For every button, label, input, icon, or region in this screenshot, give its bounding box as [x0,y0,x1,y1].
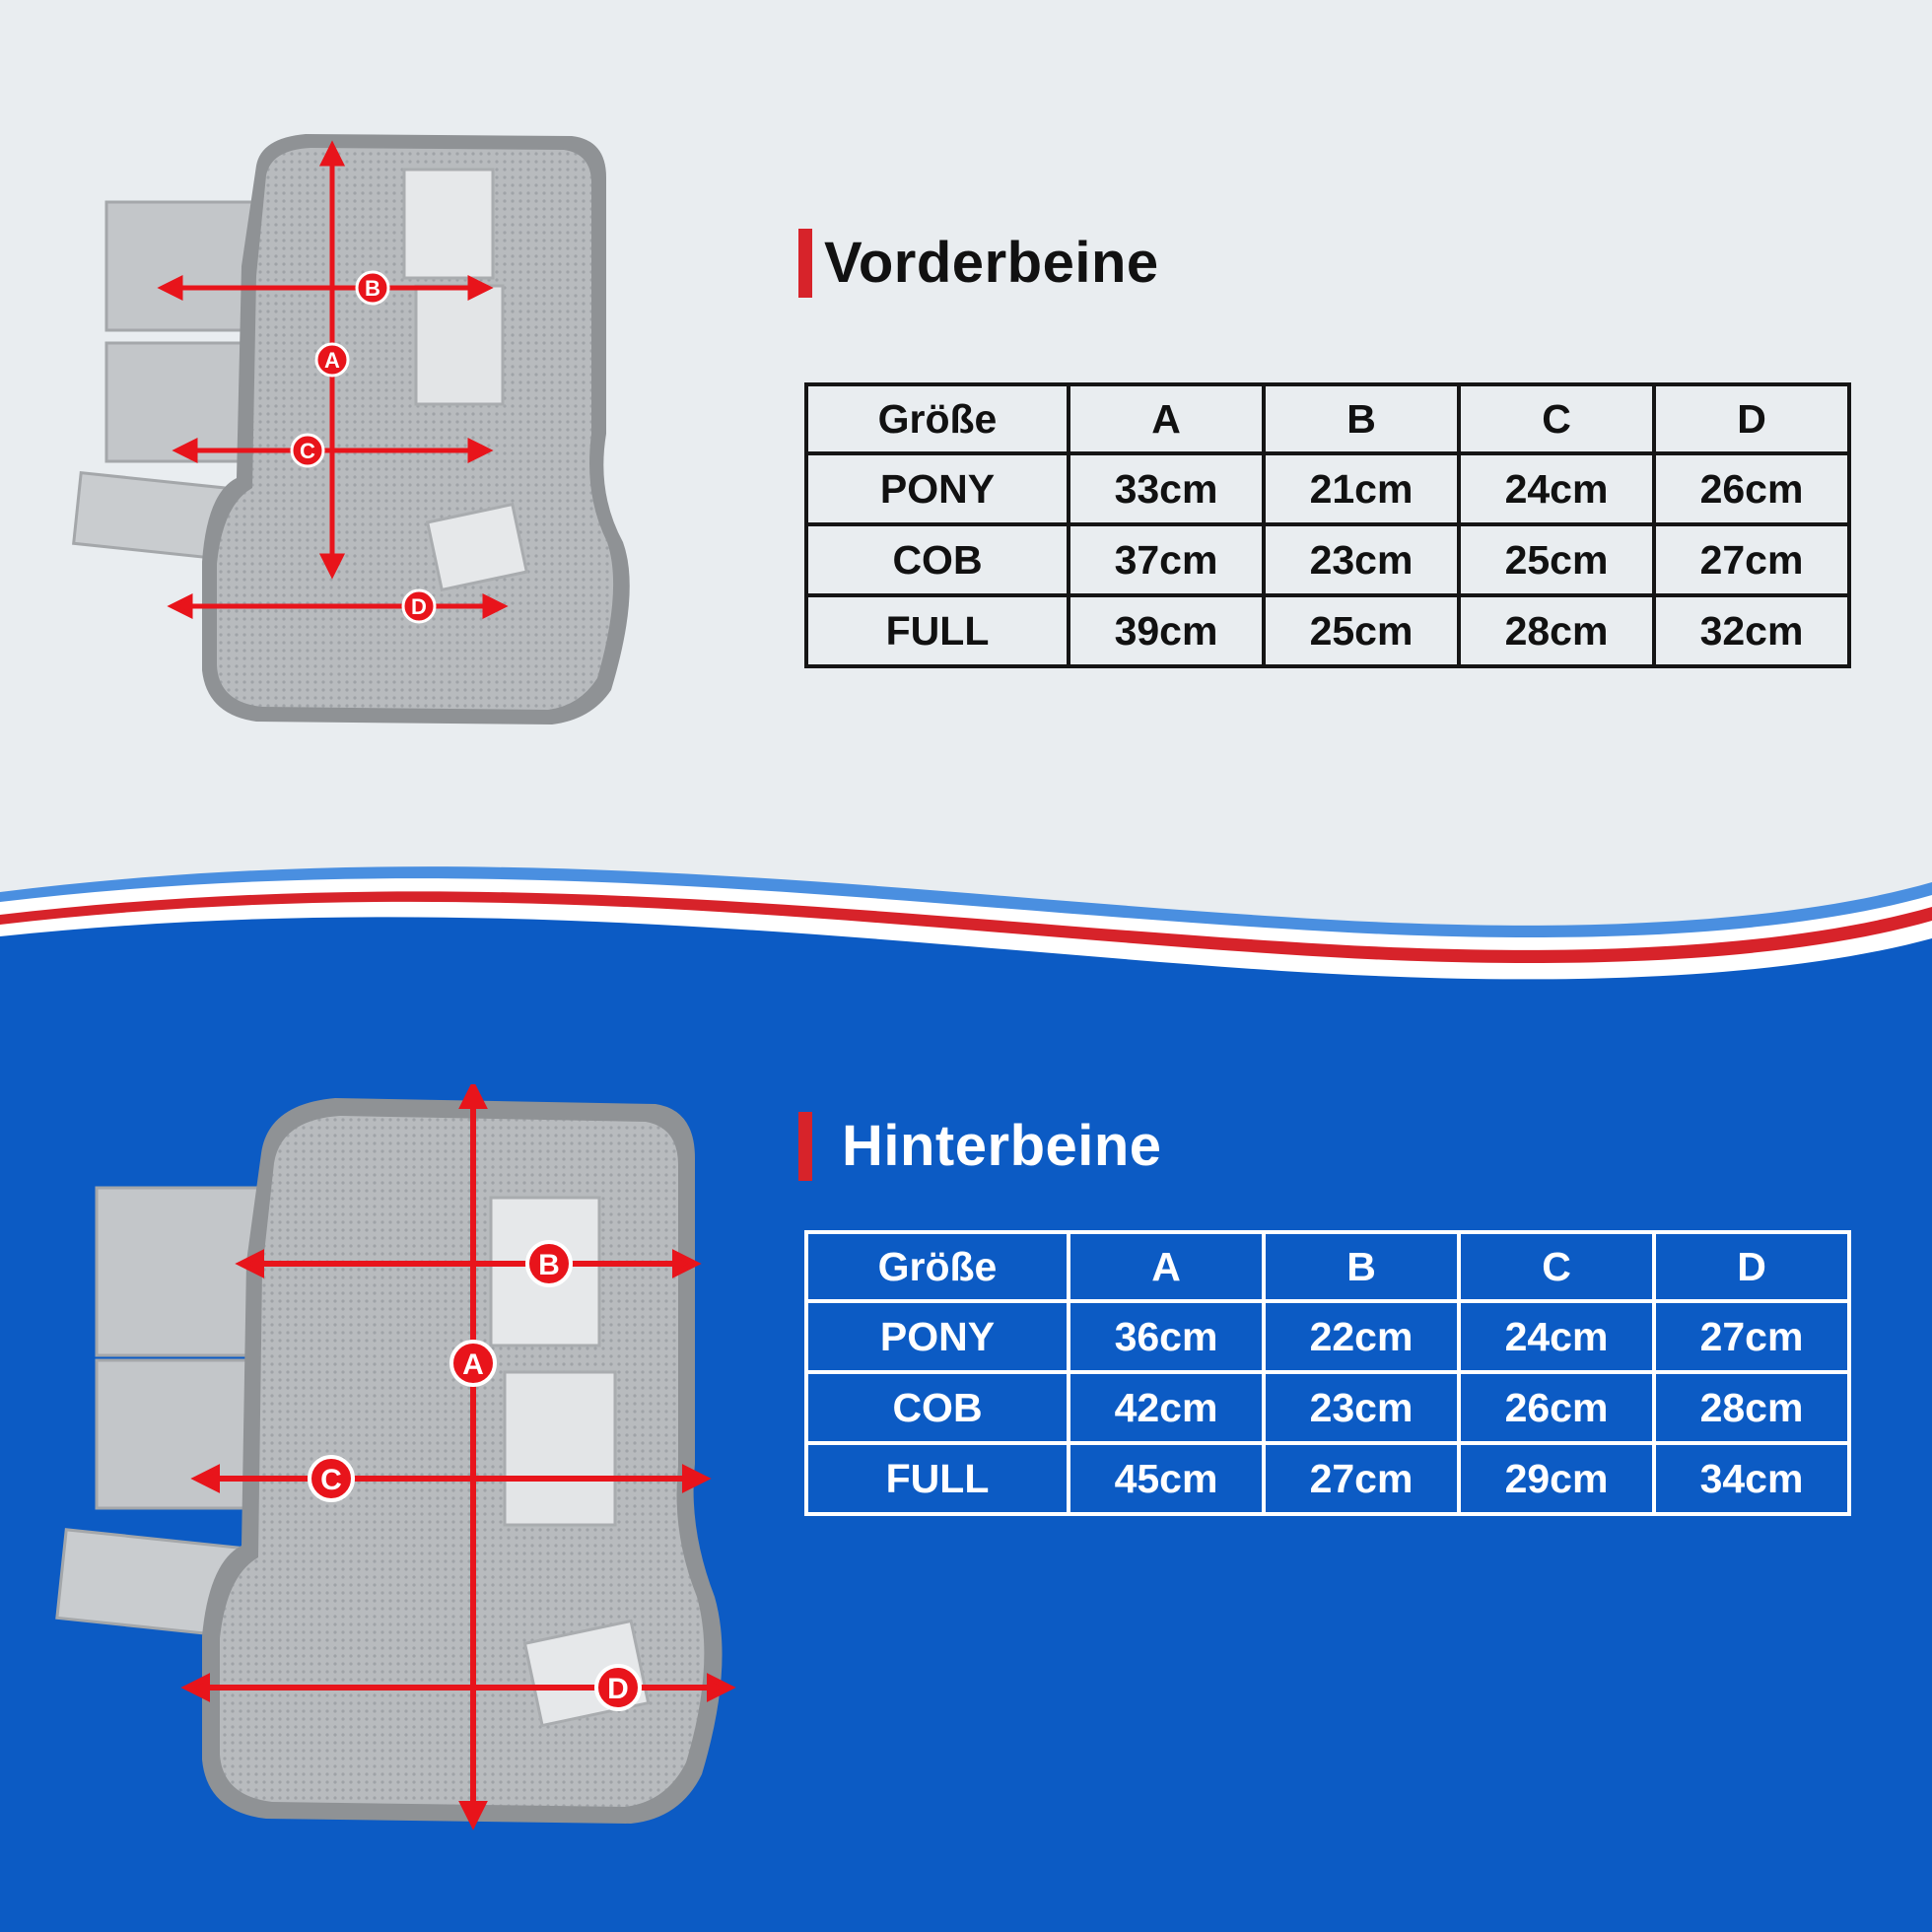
value-cell: 34cm [1652,1441,1851,1516]
svg-text:A: A [324,348,340,373]
value-cell: 23cm [1262,522,1461,597]
strap-middle [104,341,256,463]
hind-boot-diagram: A B C D [39,1084,749,1853]
marker-c-icon: C [308,1455,355,1502]
size-cell: PONY [804,451,1070,526]
table-row: COB 37cm 23cm 25cm 27cm [804,522,1851,597]
value-cell: 28cm [1457,593,1656,668]
value-cell: 24cm [1457,451,1656,526]
value-cell: 37cm [1067,522,1266,597]
marker-a-icon: A [449,1340,497,1387]
marker-a-icon: A [314,342,350,378]
table-row: FULL 39cm 25cm 28cm 32cm [804,593,1851,668]
strap-upper [104,200,256,332]
value-cell: 22cm [1262,1299,1461,1374]
table-header-row: Größe A B C D [804,382,1851,455]
header-cell: A [1067,382,1266,455]
value-cell: 36cm [1067,1299,1266,1374]
front-size-table: Größe A B C D PONY 33cm 21cm 24cm 26cm C… [804,382,1851,668]
value-cell: 29cm [1457,1441,1656,1516]
size-cell: COB [804,522,1070,597]
velcro-patch-3 [425,502,529,592]
velcro-patch-2 [503,1370,617,1527]
marker-c-icon: C [290,433,325,468]
value-cell: 26cm [1457,1370,1656,1445]
value-cell: 27cm [1262,1441,1461,1516]
table-row: FULL 45cm 27cm 29cm 34cm [804,1441,1851,1516]
header-cell: D [1652,1230,1851,1303]
size-cell: FULL [804,1441,1070,1516]
value-cell: 42cm [1067,1370,1266,1445]
svg-text:C: C [320,1464,342,1496]
front-legs-section: A B C D Vorderbeine Größe A B C D [0,0,1932,867]
hind-size-table: Größe A B C D PONY 36cm 22cm 24cm 27cm C… [804,1230,1851,1516]
value-cell: 23cm [1262,1370,1461,1445]
value-cell: 28cm [1652,1370,1851,1445]
header-cell: A [1067,1230,1266,1303]
marker-d-icon: D [401,588,437,624]
front-legs-title: Vorderbeine [798,229,1159,298]
header-cell: C [1457,382,1656,455]
header-cell: B [1262,1230,1461,1303]
value-cell: 32cm [1652,593,1851,668]
value-cell: 33cm [1067,451,1266,526]
value-cell: 26cm [1652,451,1851,526]
size-cell: PONY [804,1299,1070,1374]
value-cell: 39cm [1067,593,1266,668]
table-header-row: Größe A B C D [804,1230,1851,1303]
value-cell: 27cm [1652,522,1851,597]
table-row: PONY 36cm 22cm 24cm 27cm [804,1299,1851,1374]
svg-text:D: D [607,1673,629,1705]
size-cell: COB [804,1370,1070,1445]
marker-b-icon: B [525,1240,573,1287]
marker-b-icon: B [355,270,390,306]
front-boot-diagram: A B C D [59,118,651,749]
header-cell: D [1652,382,1851,455]
header-cell: Größe [804,1230,1070,1303]
front-boot-illustration: A B C D [72,134,630,724]
value-cell: 21cm [1262,451,1461,526]
header-cell: B [1262,382,1461,455]
value-cell: 24cm [1457,1299,1656,1374]
svg-text:D: D [411,594,427,619]
value-cell: 25cm [1457,522,1656,597]
hind-boot-illustration: A B C D [55,1084,736,1830]
svg-text:C: C [300,439,315,463]
velcro-patch-1 [402,168,495,280]
value-cell: 45cm [1067,1441,1266,1516]
svg-text:A: A [462,1348,484,1381]
value-cell: 25cm [1262,593,1461,668]
header-cell: Größe [804,382,1070,455]
value-cell: 27cm [1652,1299,1851,1374]
hind-legs-title: Hinterbeine [798,1112,1162,1181]
marker-d-icon: D [594,1664,642,1711]
velcro-patch-2 [414,284,505,406]
header-cell: C [1457,1230,1656,1303]
table-row: COB 42cm 23cm 26cm 28cm [804,1370,1851,1445]
table-row: PONY 33cm 21cm 24cm 26cm [804,451,1851,526]
svg-text:B: B [538,1249,560,1281]
svg-text:B: B [365,276,380,301]
size-cell: FULL [804,593,1070,668]
